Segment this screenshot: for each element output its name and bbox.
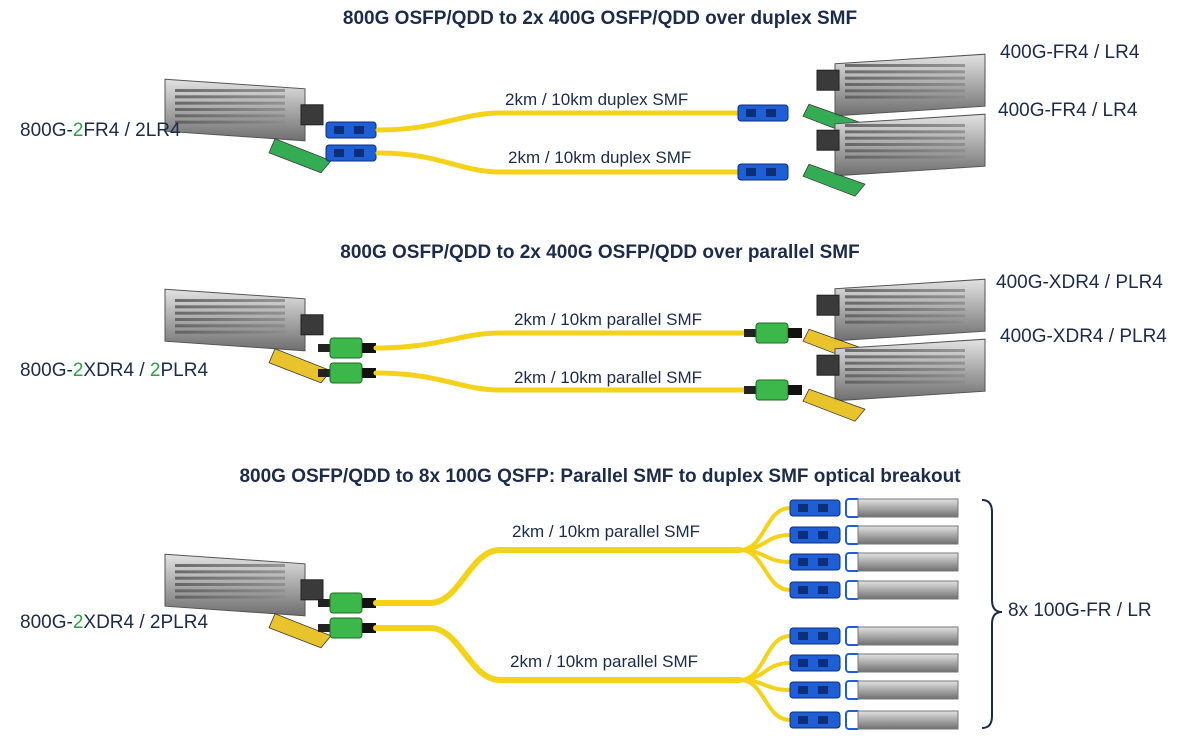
section-3-upper-lc-connector-1: [789, 499, 841, 517]
section-2-fiber-2: [373, 370, 747, 393]
section-1-left-connector-1: [325, 121, 377, 139]
section-3-lower-lc-connector-2: [789, 654, 841, 672]
section-2-left-connector-2: [318, 362, 376, 384]
section-2-cable-1-label: 2km / 10km parallel SMF: [514, 310, 702, 329]
section-3-upper-lc-connector-2: [789, 526, 841, 544]
section-3-upper-branch-4: [738, 548, 792, 592]
section-1-left-module: [164, 78, 332, 174]
section-1-left-connector-2: [325, 144, 377, 162]
section-3-upper-branch-2: [738, 533, 792, 552]
section-3-upper-qsfp-module-3: [845, 552, 959, 572]
section-3-breakout-label: 8x 100G-FR / LR: [1008, 600, 1152, 621]
section-3-lower-lc-connector-4: [789, 711, 841, 729]
section-1-left-module-label: 800G-2FR4 / 2LR4: [20, 120, 181, 141]
section-2-title: 800G OSFP/QDD to 2x 400G OSFP/QDD over p…: [340, 242, 860, 263]
section-2-right-module-2-label: 400G-XDR4 / PLR4: [1000, 326, 1167, 347]
section-1-right-module-2: [802, 113, 986, 197]
section-3-lower-branch-4: [738, 678, 792, 722]
section-2-left-connector-1: [318, 337, 376, 359]
section-3-lower-lc-connector-3: [789, 681, 841, 699]
section-1-fiber-1: [375, 110, 741, 133]
section-1-right-connector-1: [737, 104, 789, 122]
section-3-upper-lc-connector-3: [789, 553, 841, 571]
section-3-lower-qsfp-module-4: [845, 710, 959, 730]
section-3-lower-lc-connector-1: [789, 627, 841, 645]
section-2-right-connector-1: [744, 322, 802, 344]
section-3-trunk-1: [373, 547, 743, 606]
section-3-left-module: [164, 553, 332, 649]
section-1-right-module-1-label: 400G-FR4 / LR4: [1000, 42, 1140, 63]
section-3-lower-qsfp-module-1: [845, 626, 959, 646]
section-1-title: 800G OSFP/QDD to 2x 400G OSFP/QDD over d…: [342, 8, 858, 29]
section-2-fiber-1: [373, 330, 747, 351]
section-3-left-connector-2: [318, 617, 376, 639]
section-2-right-module-2: [802, 338, 986, 422]
section-2-cable-2-label: 2km / 10km parallel SMF: [514, 368, 702, 387]
section-2-right-module-1-label: 400G-XDR4 / PLR4: [996, 272, 1163, 293]
section-1-cable-2-label: 2km / 10km duplex SMF: [508, 148, 692, 167]
section-3-left-connector-1: [318, 592, 376, 614]
section-2-left-module: [164, 288, 332, 384]
section-3-upper-qsfp-module-4: [845, 580, 959, 600]
section-3-brace: [981, 499, 1003, 729]
section-3-lower-qsfp-module-2: [845, 653, 959, 673]
section-1-cable-1-label: 2km / 10km duplex SMF: [505, 90, 689, 109]
section-3-cable-2-label: 2km / 10km parallel SMF: [510, 652, 698, 671]
section-2-left-module-label: 800G-2XDR4 / 2PLR4: [20, 360, 209, 381]
section-3-lower-qsfp-module-3: [845, 680, 959, 700]
section-3-upper-lc-connector-4: [789, 581, 841, 599]
section-3-upper-qsfp-module-2: [845, 525, 959, 545]
section-1-fiber-2: [375, 150, 741, 175]
section-1-right-connector-2: [737, 163, 789, 181]
section-3-upper-qsfp-module-1: [845, 498, 959, 518]
section-3-lower-branch-2: [738, 661, 792, 682]
section-3-trunk-2: [373, 625, 743, 683]
section-1-right-module-2-label: 400G-FR4 / LR4: [998, 100, 1138, 121]
section-2-right-connector-2: [744, 379, 802, 401]
section-3-title: 800G OSFP/QDD to 8x 100G QSFP: Parallel …: [239, 466, 961, 487]
section-3-cable-1-label: 2km / 10km parallel SMF: [512, 522, 700, 541]
section-3-left-module-label: 800G-2XDR4 / 2PLR4: [20, 612, 209, 633]
